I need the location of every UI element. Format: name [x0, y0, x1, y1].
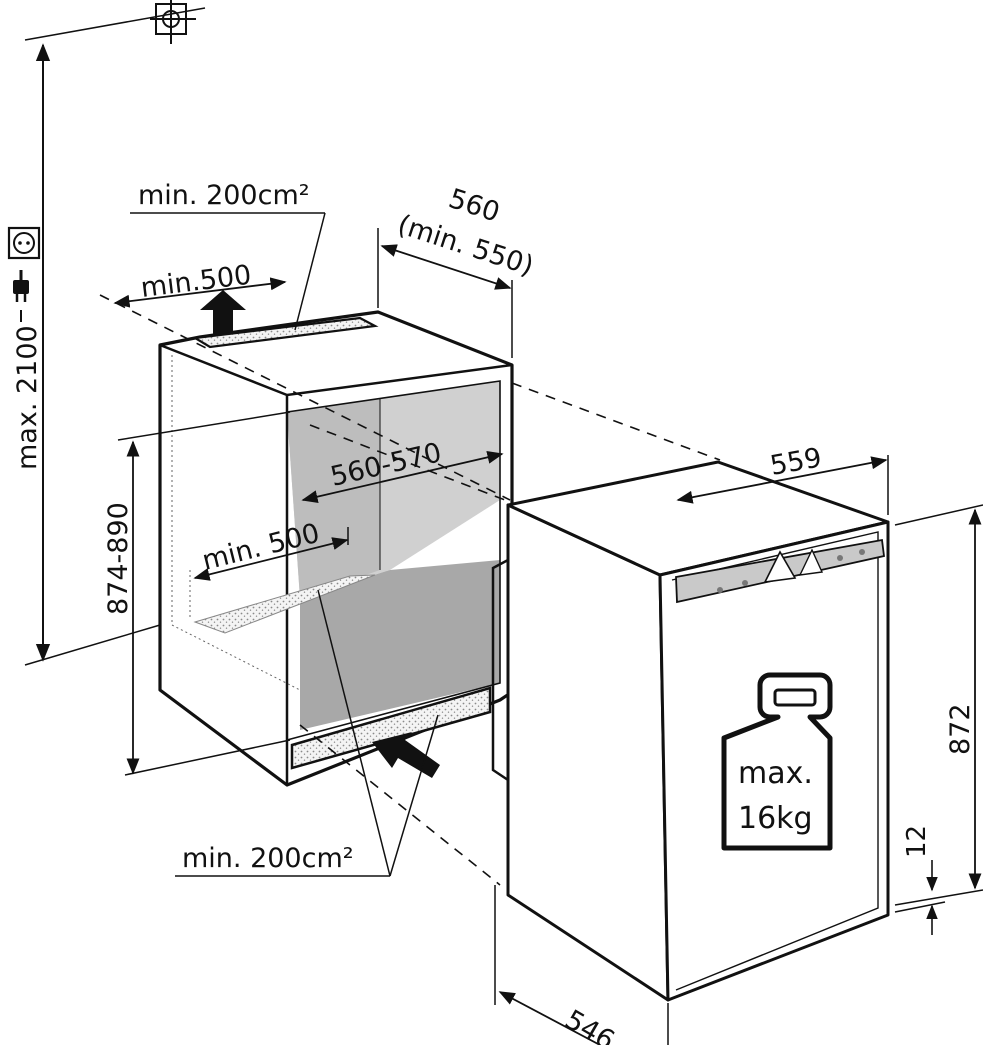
socket-icon	[7, 226, 41, 260]
plinth-height-label: 12	[902, 825, 932, 858]
weight-icon: max. 16kg	[721, 672, 833, 851]
max-height-dimension: max. 2100	[12, 43, 161, 666]
niche-width-dimension: 560 (min. 550)	[377, 183, 537, 358]
plug-icon	[13, 270, 29, 322]
niche-height-label: 874-890	[103, 502, 134, 615]
top-vent-area-callout: min. 200cm²	[130, 180, 326, 331]
top-vent-width-label: min.500	[139, 260, 253, 304]
appliance-height-label: 872	[945, 703, 976, 755]
bottom-vent-area-label: min. 200cm²	[182, 843, 354, 874]
crosshair-symbol-icon	[24, 0, 206, 44]
plinth-height-dimension: 12	[894, 825, 946, 935]
bottom-vent-area-callout: min. 200cm²	[175, 589, 439, 877]
weight-line1-label: max.	[738, 756, 813, 791]
appliance-height-dimension: 872	[894, 504, 983, 906]
appliance-depth-label: 546	[560, 1004, 620, 1045]
appliance-body	[491, 460, 890, 1002]
niche-height-dimension: 874-890	[103, 411, 291, 776]
appliance-width-label: 559	[768, 442, 824, 481]
top-vent-width-dimension: min.500	[113, 260, 287, 308]
niche-width-label: 560	[445, 183, 504, 228]
weight-line2-label: 16kg	[738, 801, 813, 836]
max-height-label: max. 2100	[12, 325, 43, 470]
top-vent-area-label: min. 200cm²	[138, 180, 310, 211]
niche-width-min-label: (min. 550)	[394, 209, 537, 282]
airflow-arrow-icon	[200, 290, 246, 335]
